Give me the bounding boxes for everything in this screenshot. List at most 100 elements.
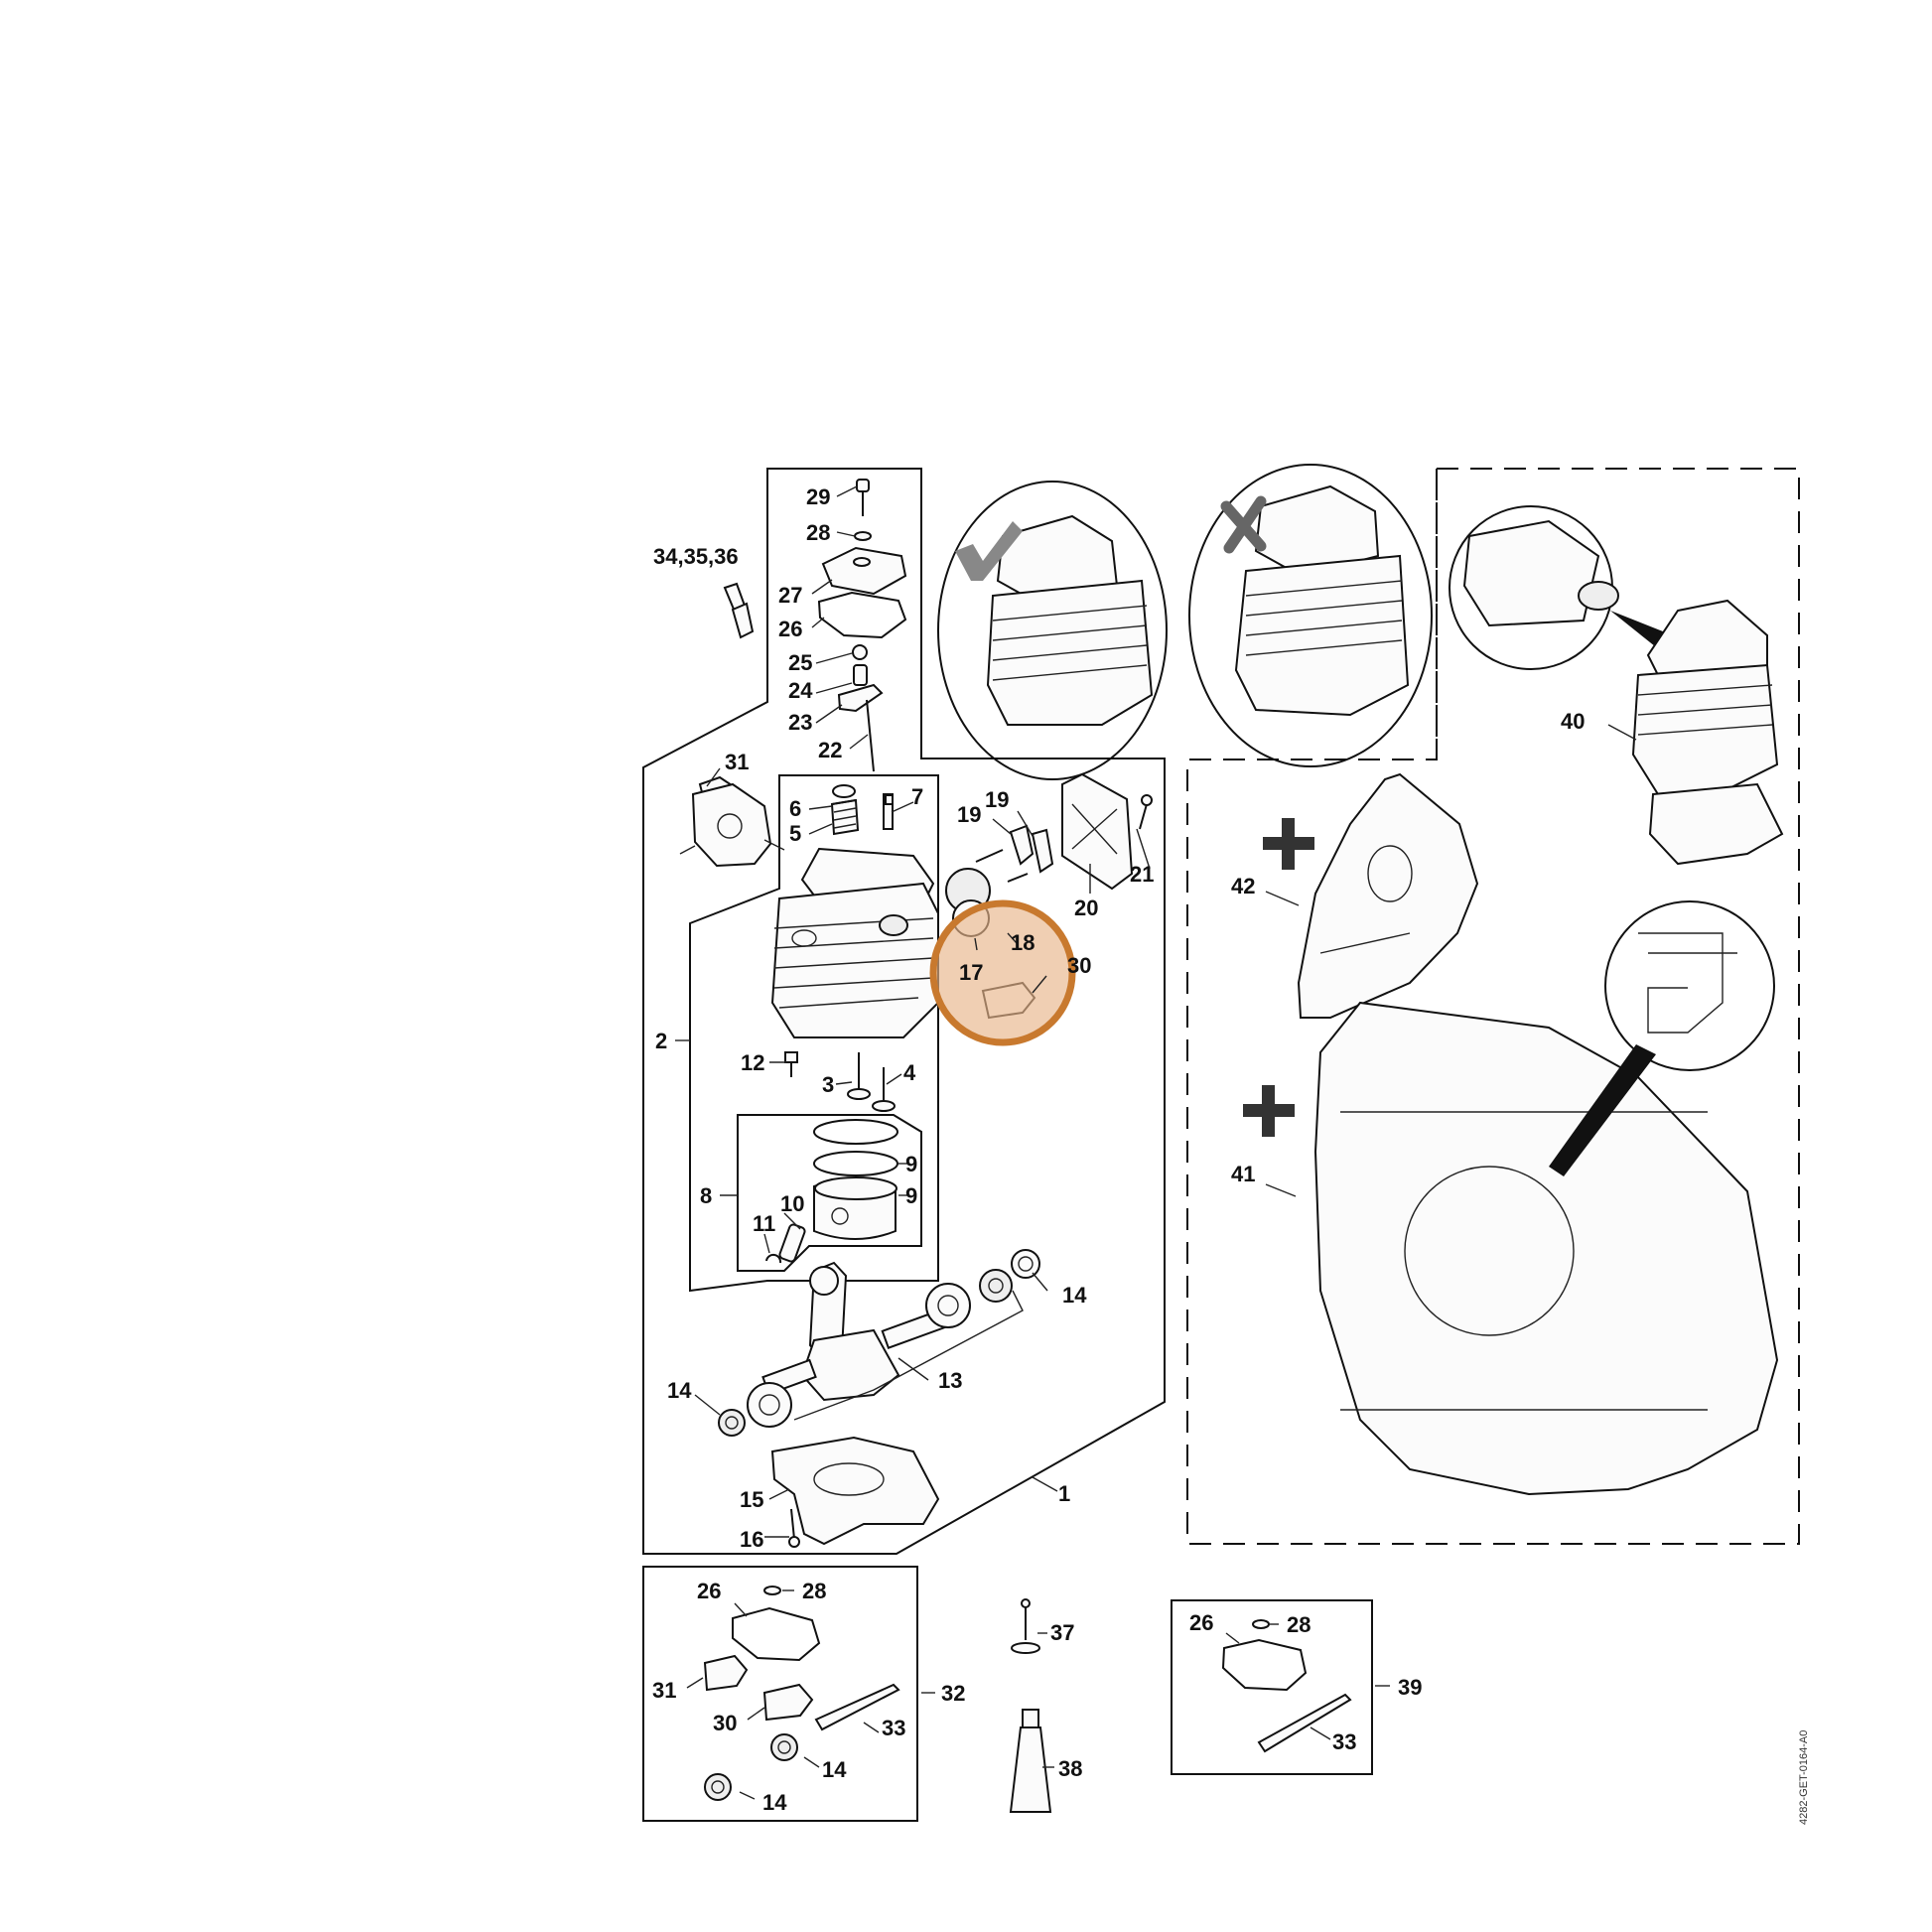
label-29: 29 — [806, 484, 830, 509]
washer-28 — [854, 531, 872, 541]
engine-40 — [1631, 599, 1784, 866]
rocker-19 — [1009, 824, 1035, 866]
gasket-31-set — [703, 1654, 749, 1692]
detail-circle-correct — [937, 481, 1168, 780]
gasket-30-set — [762, 1683, 814, 1722]
gasket-kit-frame — [1171, 1599, 1373, 1775]
label-14-set-b: 14 — [762, 1790, 787, 1815]
screw-12 — [784, 1051, 798, 1077]
tool-33-set — [814, 1683, 900, 1731]
label-28: 28 — [806, 520, 830, 545]
label-28-set: 28 — [802, 1579, 826, 1603]
x-mark-icon — [1220, 495, 1267, 554]
label-2: 2 — [655, 1029, 667, 1053]
cover-42 — [1297, 772, 1479, 1019]
label-14-set-a: 14 — [822, 1757, 847, 1782]
label-27: 27 — [778, 583, 802, 608]
label-5: 5 — [789, 821, 801, 846]
cylinder-2 — [770, 784, 939, 1038]
leader-lines — [675, 485, 1637, 1800]
bearing-14-left — [747, 1382, 792, 1428]
label-39: 39 — [1398, 1675, 1422, 1700]
rocker-arm-23 — [837, 683, 884, 713]
label-10: 10 — [780, 1191, 804, 1216]
screw-29 — [856, 479, 870, 516]
label-9b: 9 — [905, 1183, 917, 1208]
label-32: 32 — [941, 1681, 965, 1706]
label-42: 42 — [1231, 874, 1255, 898]
label-26: 26 — [778, 617, 802, 641]
seal-14-set-a — [770, 1733, 798, 1761]
plus-icon-2 — [1243, 1085, 1295, 1137]
label-41: 41 — [1231, 1162, 1255, 1186]
label-24: 24 — [788, 678, 813, 703]
label-14-left: 14 — [667, 1378, 692, 1403]
grease-tube-38 — [1009, 1709, 1052, 1813]
valve-3 — [847, 1052, 871, 1100]
screw-21 — [1139, 794, 1153, 830]
pin-19 — [975, 849, 1004, 863]
cover-20 — [1061, 772, 1134, 891]
crankshaft-13 — [761, 1261, 946, 1402]
piston-ring-9-bottom — [813, 1151, 898, 1176]
label-22: 22 — [818, 738, 842, 762]
gear — [979, 1269, 1013, 1303]
seal-14-right — [1011, 1249, 1040, 1279]
screw-16 — [788, 1508, 800, 1548]
rocker-19b — [1031, 828, 1054, 874]
label-11: 11 — [753, 1211, 775, 1236]
detail-cylinder-incorrect — [1234, 484, 1410, 717]
part-labels: 29 28 34,35,36 27 26 25 24 23 22 31 6 5 … — [652, 484, 1585, 1815]
washer-28-kit — [1252, 1619, 1270, 1629]
label-12: 12 — [741, 1050, 764, 1075]
seal-14-left — [718, 1409, 746, 1437]
label-38: 38 — [1058, 1756, 1082, 1781]
detail-pointer-41 — [1549, 1044, 1656, 1176]
detail-circle-incorrect — [1188, 464, 1433, 767]
gasket-26-kit — [1221, 1638, 1308, 1692]
label-28-kit: 28 — [1287, 1612, 1311, 1637]
bushing-24 — [853, 664, 868, 686]
piston-pin-11 — [778, 1223, 806, 1263]
valve-4 — [872, 1067, 896, 1112]
pushrod-22 — [866, 699, 875, 772]
label-14-right: 14 — [1062, 1283, 1087, 1308]
label-16: 16 — [740, 1527, 763, 1552]
check-mark-icon — [955, 521, 1023, 581]
label-1: 1 — [1058, 1481, 1070, 1506]
gasket-26-set — [732, 1606, 821, 1662]
label-26-set: 26 — [697, 1579, 721, 1603]
circlip — [765, 1253, 782, 1264]
carburetor-31 — [679, 775, 785, 868]
valve-37 — [1011, 1598, 1040, 1654]
label-31: 31 — [725, 750, 749, 774]
document-code: 4282-GET-0164-A0 — [1798, 1730, 1810, 1825]
label-7: 7 — [911, 784, 923, 809]
label-17: 17 — [959, 960, 983, 985]
detail-engine-40 — [1462, 519, 1619, 627]
spark-plug-34 — [723, 582, 755, 639]
label-8: 8 — [700, 1183, 712, 1208]
label-26-kit: 26 — [1189, 1610, 1213, 1635]
gasket-set-frame — [642, 1566, 918, 1822]
fan-housing-41 — [1313, 1001, 1779, 1496]
label-18: 18 — [1011, 930, 1035, 955]
label-6: 6 — [789, 796, 801, 821]
highlight-marker — [929, 899, 1076, 1046]
label-40: 40 — [1561, 709, 1585, 734]
label-19a: 19 — [957, 802, 981, 827]
seal-14-set-b — [704, 1773, 732, 1801]
nut-25 — [852, 644, 868, 660]
shroud-27 — [821, 546, 907, 596]
bearing-14-right — [925, 1283, 971, 1328]
label-20: 20 — [1074, 896, 1098, 920]
label-3: 3 — [822, 1072, 834, 1097]
engine-assembly-frame — [642, 468, 1166, 1555]
spring-5 — [831, 799, 857, 805]
detail-circle-41 — [1604, 900, 1775, 1071]
label-31-set: 31 — [652, 1678, 676, 1703]
tool-33-kit — [1257, 1693, 1352, 1753]
piston-group-frame — [737, 1114, 922, 1272]
label-23: 23 — [788, 710, 812, 735]
